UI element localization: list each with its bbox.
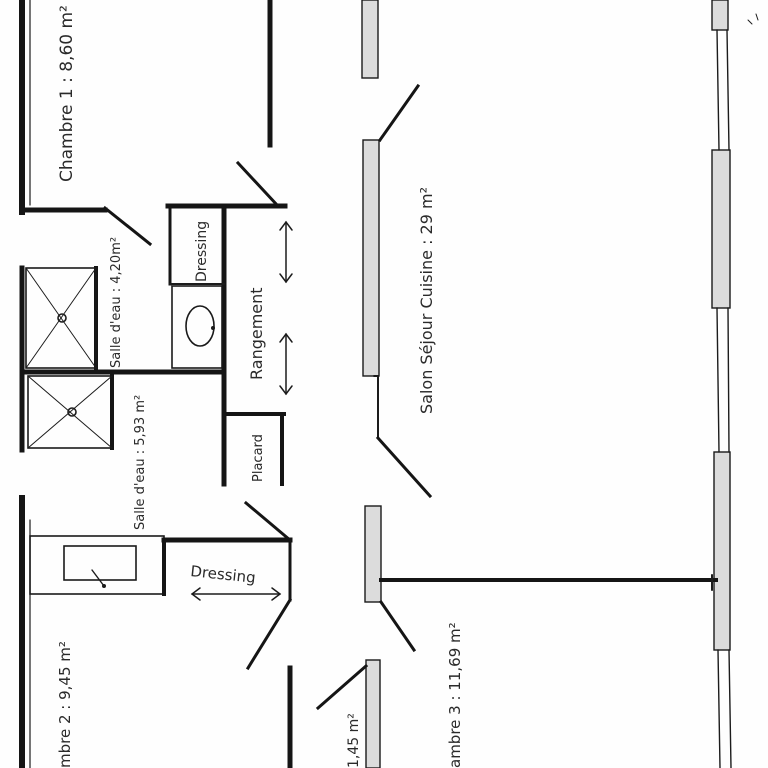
- storage-labels: Dressing Rangement Placard Dressing: [190, 221, 266, 587]
- sejour-door-bottom: [375, 435, 433, 499]
- chambre3-door-swing: [378, 599, 417, 653]
- sejour-doors: [373, 83, 433, 499]
- core-walls: [165, 160, 288, 487]
- sink-tap-2-icon: [102, 584, 106, 588]
- label-rangement: Rangement: [247, 287, 266, 380]
- right-wall-line-3b: [728, 649, 732, 768]
- pencil-mark: [747, 13, 759, 25]
- arrow-head-4: [279, 385, 293, 396]
- core-door-top: [235, 160, 281, 209]
- sink-basin-1-icon: [185, 305, 215, 347]
- label-partial-room: 1,45 m²: [346, 713, 362, 768]
- sink-basin-2-icon: [63, 545, 137, 581]
- bottom-walls: [287, 663, 369, 768]
- right-wall-line-2: [716, 307, 720, 453]
- sink-tap-2: [91, 569, 105, 587]
- arrow-head-2: [279, 273, 293, 284]
- chambre-1-walls: [19, 0, 273, 247]
- shower-2-diag-b: [27, 375, 113, 449]
- sejour-door-top: [377, 83, 421, 143]
- chambre1-door-swing: [102, 205, 153, 247]
- room-labels: Chambre 1 : 8,60 m² Salle d'eau : 4,20m²…: [56, 5, 464, 768]
- chambre2-door-bottom: [245, 597, 293, 671]
- right-window-3: [713, 451, 731, 651]
- arrow-head-3: [279, 332, 293, 343]
- salle-eau-1: [19, 266, 227, 375]
- sejour-wall-step: [373, 375, 379, 439]
- right-window-2: [711, 149, 731, 309]
- label-salle-eau-1: Salle d'eau : 4,20m²: [109, 237, 124, 368]
- right-wall-line-2b: [727, 307, 730, 453]
- label-chambre-2: mbre 2 : 9,45 m²: [56, 641, 74, 768]
- shower-2-drain-icon: [67, 407, 77, 417]
- shower-1-diag-b: [25, 267, 97, 369]
- arrow-head-6: [271, 587, 282, 601]
- label-dressing-bottom: Dressing: [190, 562, 257, 587]
- shower-1-drain-icon: [57, 313, 67, 323]
- label-placard: Placard: [251, 434, 266, 482]
- chambre-3-walls: [378, 574, 718, 653]
- label-dressing-top: Dressing: [194, 221, 210, 282]
- vanity-2: [29, 535, 165, 595]
- bottom-left-window: [365, 659, 381, 768]
- salle-eau-2: [27, 374, 293, 671]
- label-chambre-3: ambre 3 : 11,69 m²: [446, 622, 464, 768]
- sink-tap-1-icon: [211, 326, 215, 330]
- windows: [361, 0, 732, 768]
- right-wall-line-1b: [726, 29, 730, 151]
- arrow-head-1: [279, 220, 293, 231]
- right-wall-line-3: [717, 649, 721, 768]
- shower-1: [25, 267, 97, 369]
- label-sejour: Salon Séjour Cuisine : 29 m²: [417, 187, 436, 414]
- dimension-arrows: [190, 220, 293, 601]
- right-wall-line-1: [716, 29, 720, 151]
- bottom-door-swing: [315, 663, 369, 711]
- sink-cabinet-1: [171, 285, 223, 369]
- chambre3-left-window: [364, 505, 382, 603]
- label-chambre-1: Chambre 1 : 8,60 m²: [57, 5, 77, 182]
- right-window-1: [711, 0, 729, 31]
- sejour-left-wall-strip: [362, 139, 380, 377]
- window-top-center: [361, 0, 379, 79]
- label-salle-eau-2: Salle d'eau : 5,93 m²: [133, 395, 148, 530]
- chambre2-door-top: [243, 500, 293, 543]
- arrow-head-5: [190, 587, 201, 601]
